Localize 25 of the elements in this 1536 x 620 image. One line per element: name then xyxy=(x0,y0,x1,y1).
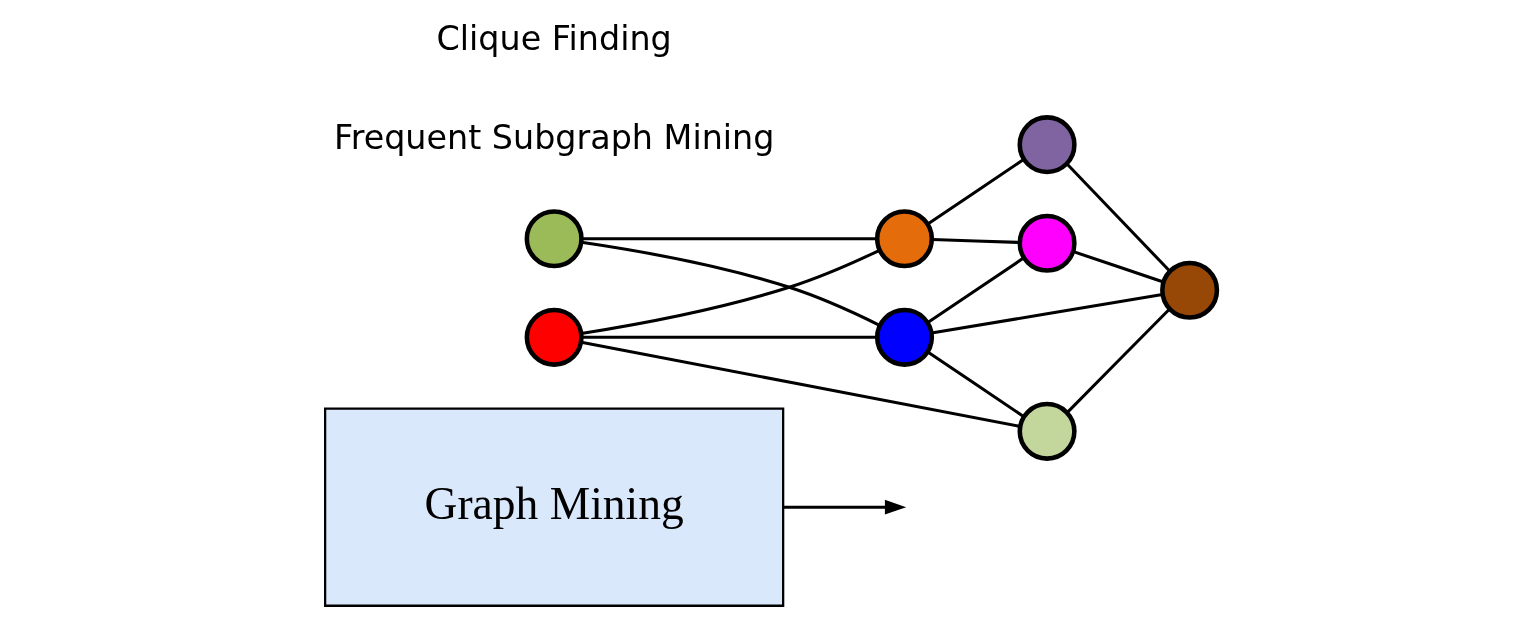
connector xyxy=(932,238,1020,244)
node-box: Graph Mining xyxy=(324,407,785,607)
connector xyxy=(1066,307,1171,414)
connector xyxy=(927,256,1025,324)
node-circle xyxy=(524,209,584,269)
connector xyxy=(581,240,881,327)
connector xyxy=(927,158,1025,226)
node-circle xyxy=(874,307,935,367)
node-circle xyxy=(524,307,584,367)
connector xyxy=(581,340,1021,428)
label: Clique Finding xyxy=(436,19,672,59)
node-circle xyxy=(1017,401,1077,461)
connector xyxy=(581,335,878,339)
connector xyxy=(581,248,881,335)
connector xyxy=(1065,162,1171,273)
arrow xyxy=(783,499,907,515)
connector xyxy=(931,293,1163,335)
connector xyxy=(581,237,878,241)
node-circle xyxy=(1017,213,1077,273)
node-circle xyxy=(1160,260,1220,320)
node-circle xyxy=(874,209,935,269)
connector xyxy=(927,350,1025,418)
label: Frequent Subgraph Mining xyxy=(333,117,775,157)
node-circle xyxy=(1017,115,1077,175)
connector xyxy=(1073,250,1164,284)
